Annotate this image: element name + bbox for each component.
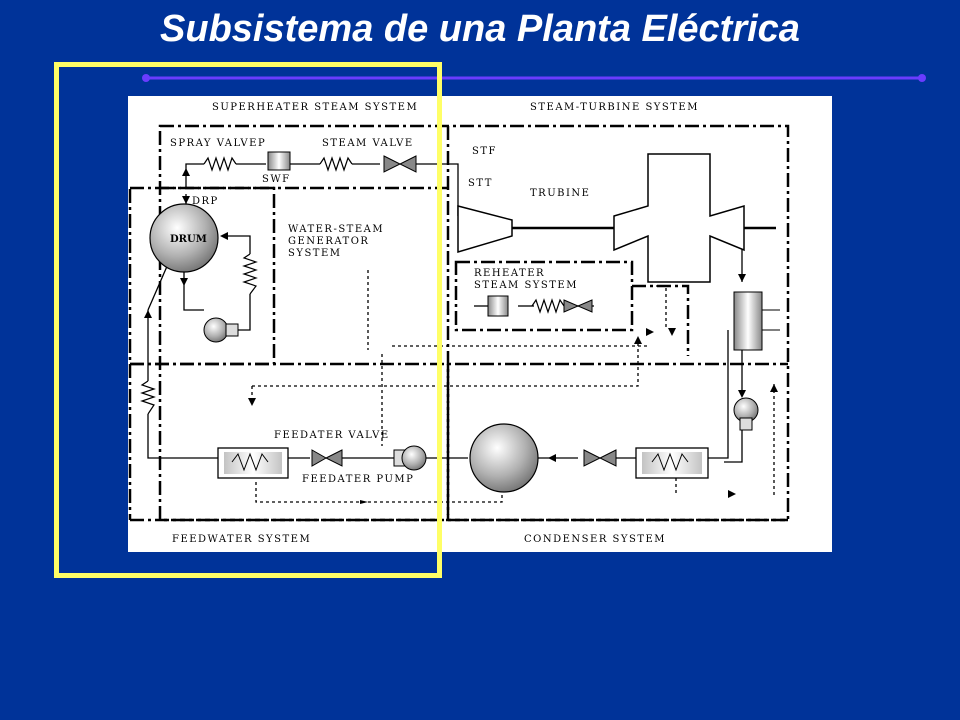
coils (140, 156, 565, 415)
valves (311, 155, 617, 467)
turbine-system-label: STEAM-TURBINE SYSTEM (530, 102, 699, 113)
spray-valve-label: SPRAY VALVEP (170, 138, 266, 149)
generator-system-label-3: SYSTEM (288, 248, 342, 259)
feedwater-valve-label: FEEDATER VALVE (274, 430, 390, 441)
power-plant-diagram: SUPERHEATER STEAM SYSTEM STEAM-TURBINE S… (128, 96, 832, 552)
generator-system-label-1: WATER-STEAM (288, 224, 384, 235)
superheater-system-label: SUPERHEATER STEAM SYSTEM (212, 102, 418, 113)
highlight-box (54, 62, 442, 578)
turbine-label: TRUBINE (530, 188, 590, 199)
condenser-vessel (733, 291, 780, 351)
stf-label: STF (472, 146, 497, 157)
turbines (457, 153, 745, 283)
steam-valve-label: STEAM VALVE (322, 138, 414, 149)
flow-arrows (144, 168, 778, 504)
drum: DRUM (149, 203, 219, 273)
drum-pump (203, 317, 239, 343)
feedwater-pump-label: FEEDATER PUMP (302, 474, 414, 485)
slide-title: Subsistema de una Planta Eléctrica (160, 8, 800, 50)
swf-box (267, 151, 291, 171)
stt-label: STT (468, 178, 493, 189)
drum-label: DRUM (170, 234, 207, 245)
reheater-system-label-2: STEAM SYSTEM (474, 280, 578, 291)
reheater-system-label-1: REHEATER (474, 268, 545, 279)
diagram-svg: SUPERHEATER STEAM SYSTEM STEAM-TURBINE S… (128, 102, 790, 545)
swf-label: SWF (262, 174, 291, 185)
drp-label: DRP (192, 196, 219, 207)
condensate-pump (733, 397, 759, 431)
feedwater-system-label: FEEDWATER SYSTEM (172, 534, 311, 545)
generator-system-label-2: GENERATOR (288, 236, 369, 247)
deaerator-tank (469, 423, 539, 493)
heat-exchangers (217, 447, 709, 479)
feedwater-pump (393, 445, 427, 471)
reheater-box (487, 295, 509, 317)
condenser-system-label: CONDENSER SYSTEM (524, 534, 666, 545)
